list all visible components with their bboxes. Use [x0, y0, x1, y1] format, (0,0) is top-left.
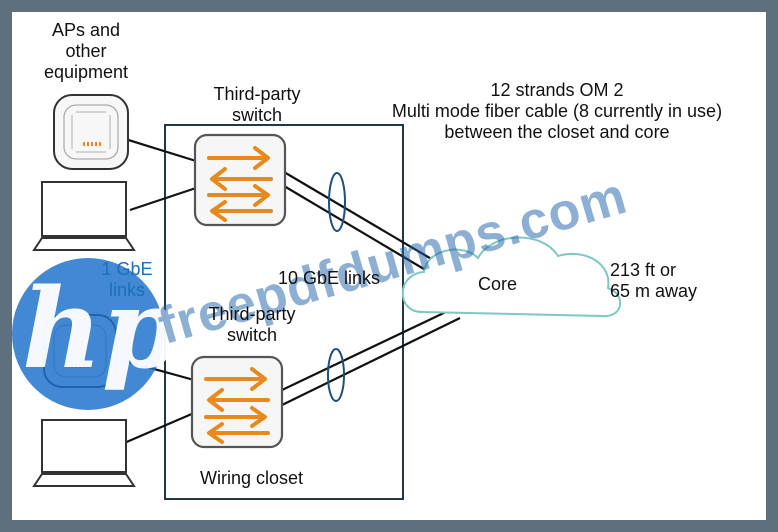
access-point-icon — [53, 94, 129, 170]
distance-label: 213 ft or 65 m away — [610, 260, 698, 301]
ten-gbe-links-label: 10 GbE links — [278, 268, 381, 288]
uplink-top-1 — [283, 171, 446, 268]
laptop-icon — [32, 181, 136, 251]
gbe-links-label: 1 GbE links — [101, 259, 153, 300]
aps-equipment-label: APs and other equipment — [43, 20, 129, 82]
hp-logo-watermark-circle — [12, 258, 164, 410]
diagram-graphics — [12, 94, 622, 500]
diagram-canvas: hp freepdfdumps.com APs and other equipm… — [12, 12, 766, 520]
wiring-closet-label: Wiring closet — [200, 468, 304, 488]
bundle-ellipse-bottom — [327, 348, 345, 402]
hp-logo-watermark: hp — [22, 264, 179, 393]
core-label: Core — [478, 274, 518, 294]
cloud-icon — [401, 236, 622, 318]
uplink-bottom-1 — [281, 309, 451, 391]
uplink-top-2 — [283, 185, 435, 276]
link-ap-top-to-switch — [121, 136, 197, 163]
switch-bottom-label: Third-party switch — [208, 304, 296, 345]
fiber-note-label: 12 strands OM 2 Multi mode fiber cable (… — [391, 80, 723, 142]
wiring-closet-box — [164, 124, 404, 500]
switch-icon — [190, 355, 284, 449]
bundle-ellipse-top — [328, 172, 346, 232]
switch-icon — [193, 133, 287, 227]
link-laptop-bottom-to-switch — [121, 411, 195, 446]
switch-top-label: Third-party switch — [213, 84, 301, 125]
link-laptop-top-to-switch — [129, 186, 197, 212]
uplink-bottom-2 — [281, 317, 461, 406]
laptop-icon — [32, 419, 136, 487]
